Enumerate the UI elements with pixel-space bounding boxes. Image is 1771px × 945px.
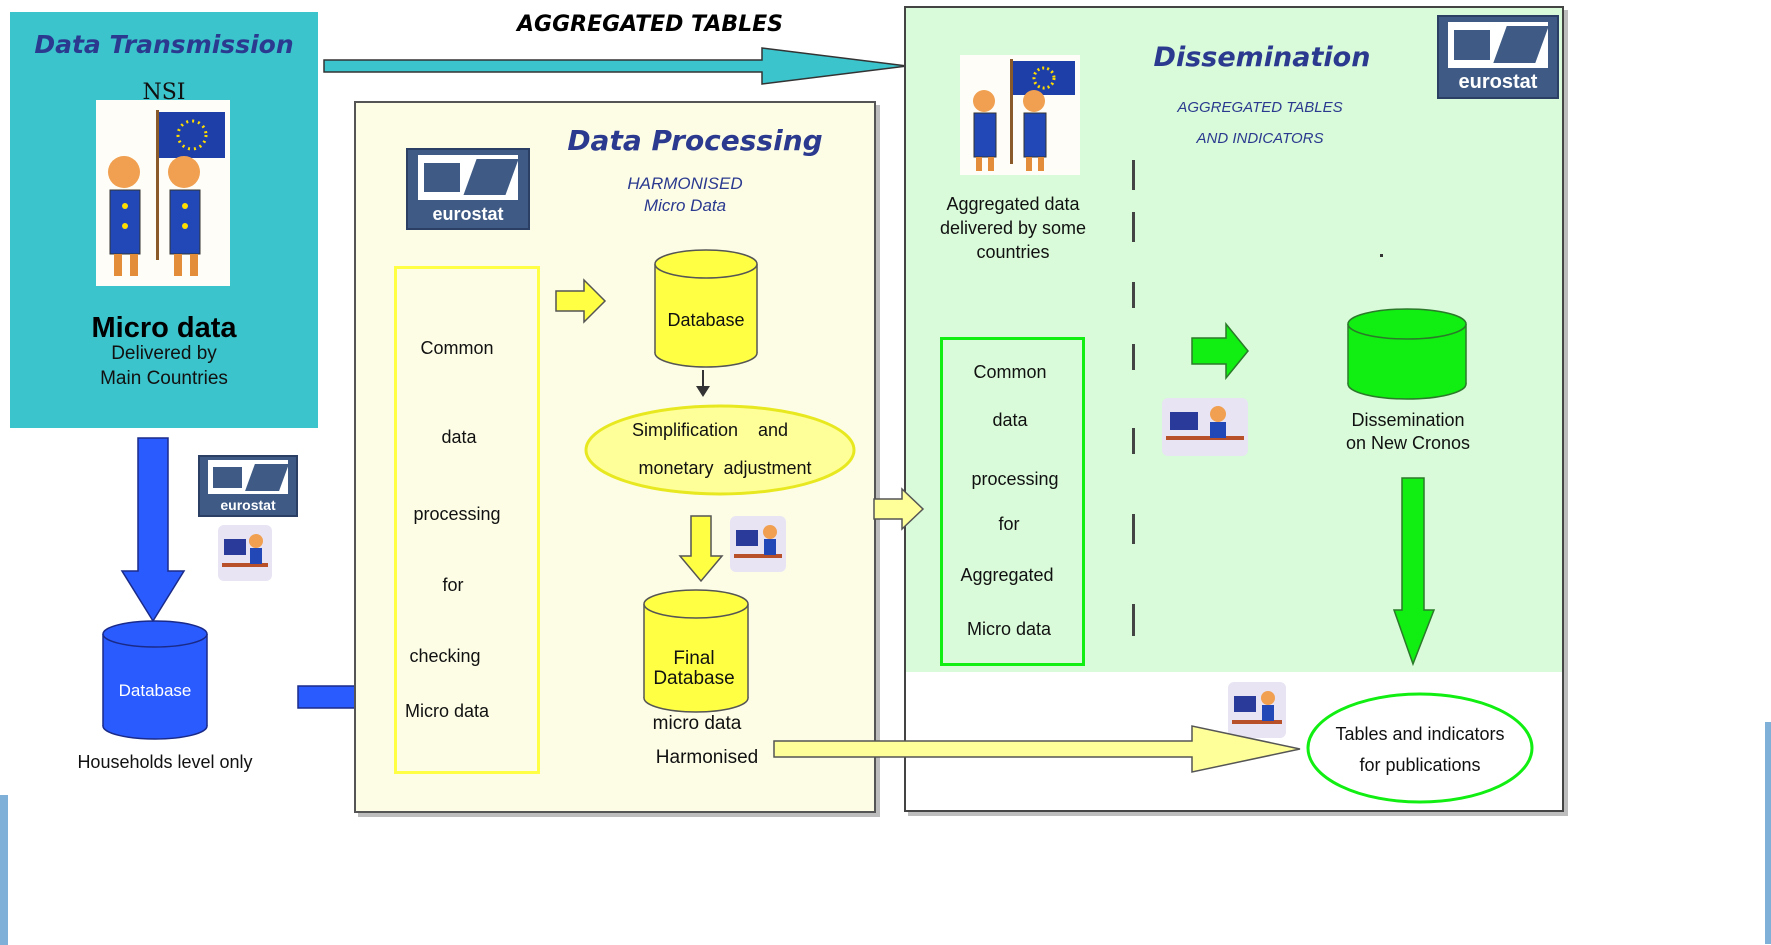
separator-dash xyxy=(1132,428,1135,454)
aggregated-box-line-5: Aggregated xyxy=(960,565,1054,585)
aggregated-box-line-1: Common xyxy=(973,362,1047,382)
households-database-caption: Households level only xyxy=(77,752,253,772)
harmonised-line-2: Harmonised xyxy=(655,747,759,768)
households-database-label: Database xyxy=(118,681,192,700)
yellow-right-arrow-2 xyxy=(873,487,925,531)
small-down-arrow xyxy=(696,370,710,397)
processing-subtitle-1: HARMONISED xyxy=(627,174,743,193)
yellow-down-arrow xyxy=(678,515,724,583)
simplification-ellipse xyxy=(584,404,856,496)
checking-box-line-1: Common xyxy=(420,338,494,358)
aggregated-tables-arrow xyxy=(323,47,908,85)
aggregated-data-line-1: Aggregated data xyxy=(946,194,1080,214)
nsi-panel: Data Transmission NSI Micro data Deliver… xyxy=(10,12,318,428)
person-computer-icon-dissemination xyxy=(1162,398,1248,456)
person-computer-icon-processing xyxy=(730,516,786,572)
checking-box-line-2: data xyxy=(441,427,477,447)
micro-data-line2: Main Countries xyxy=(100,368,228,389)
dissemination-db-line-1: Dissemination xyxy=(1351,410,1465,430)
processing-subtitle-2: Micro Data xyxy=(643,196,727,215)
right-accent-bar xyxy=(1765,722,1771,944)
eurostat-logo-left: eurostat xyxy=(198,455,298,517)
checking-box-line-5: checking xyxy=(409,646,481,666)
micro-data-title: Micro data xyxy=(91,312,237,344)
dissemination-db-line-2: on New Cronos xyxy=(1345,433,1471,453)
yellow-right-arrow-1 xyxy=(555,278,607,324)
checking-box-line-6: Micro data xyxy=(404,701,490,721)
dissemination-database-cylinder xyxy=(1347,308,1467,400)
aggregated-processing-box xyxy=(940,337,1085,666)
checking-box-line-3: processing xyxy=(413,504,501,524)
green-right-arrow xyxy=(1191,322,1249,380)
aggregated-box-line-4: for xyxy=(998,514,1020,534)
nsi-title: Data Transmission xyxy=(34,30,294,59)
final-database-line-1: Final xyxy=(673,648,715,669)
dissemination-title: Dissemination xyxy=(1153,42,1371,73)
publications-ellipse xyxy=(1306,692,1534,804)
publications-line-2: for publications xyxy=(1359,755,1481,775)
mascots-flag-image xyxy=(96,100,230,286)
separator-dash xyxy=(1132,344,1135,370)
aggregated-box-line-6: Micro data xyxy=(966,619,1052,639)
separator-dash xyxy=(1132,212,1135,242)
left-accent-bar xyxy=(0,795,8,945)
separator-dash xyxy=(1132,282,1135,308)
aggregated-box-line-2: data xyxy=(992,410,1028,430)
checking-box-line-4: for xyxy=(442,575,464,595)
checking-box xyxy=(394,266,540,774)
dissemination-subtitle-2: AND INDICATORS xyxy=(1196,130,1324,147)
aggregated-data-line-3: countries xyxy=(976,242,1050,262)
green-down-arrow xyxy=(1392,477,1436,667)
processing-title: Data Processing xyxy=(567,124,823,157)
yellow-long-arrow xyxy=(773,725,1301,773)
harmonised-line-1: micro data xyxy=(652,713,742,734)
eurostat-logo-processing: eurostat xyxy=(406,148,530,230)
final-database-cylinder xyxy=(643,589,749,713)
separator-dash xyxy=(1132,604,1135,636)
aggregated-box-line-3: processing xyxy=(971,469,1059,489)
database-cylinder-yellow xyxy=(654,249,758,368)
micro-data-line1: Delivered by xyxy=(111,343,217,364)
mascots-flag-image-small xyxy=(960,55,1080,175)
aggregated-data-line-2: delivered by some xyxy=(939,218,1087,238)
blue-down-arrow xyxy=(120,437,186,623)
person-computer-icon-publications xyxy=(1228,682,1286,738)
dissemination-subtitle-1: AGGREGATED TABLES xyxy=(1177,99,1343,116)
publications-line-1: Tables and indicators xyxy=(1335,724,1505,744)
final-database-line-2: Database xyxy=(653,668,735,689)
person-computer-icon-left xyxy=(218,525,272,581)
database-yellow-label: Database xyxy=(667,310,745,330)
aggregated-tables-label: AGGREGATED TABLES xyxy=(516,12,784,37)
simplification-line-1: Simplification and xyxy=(631,420,789,440)
separator-dash xyxy=(1132,160,1135,190)
stray-dot xyxy=(1380,254,1383,257)
simplification-line-2: monetary adjustment xyxy=(638,458,812,478)
eurostat-logo-dissemination: eurostat xyxy=(1437,15,1559,99)
households-database-cylinder xyxy=(102,620,208,740)
separator-dash xyxy=(1132,514,1135,544)
